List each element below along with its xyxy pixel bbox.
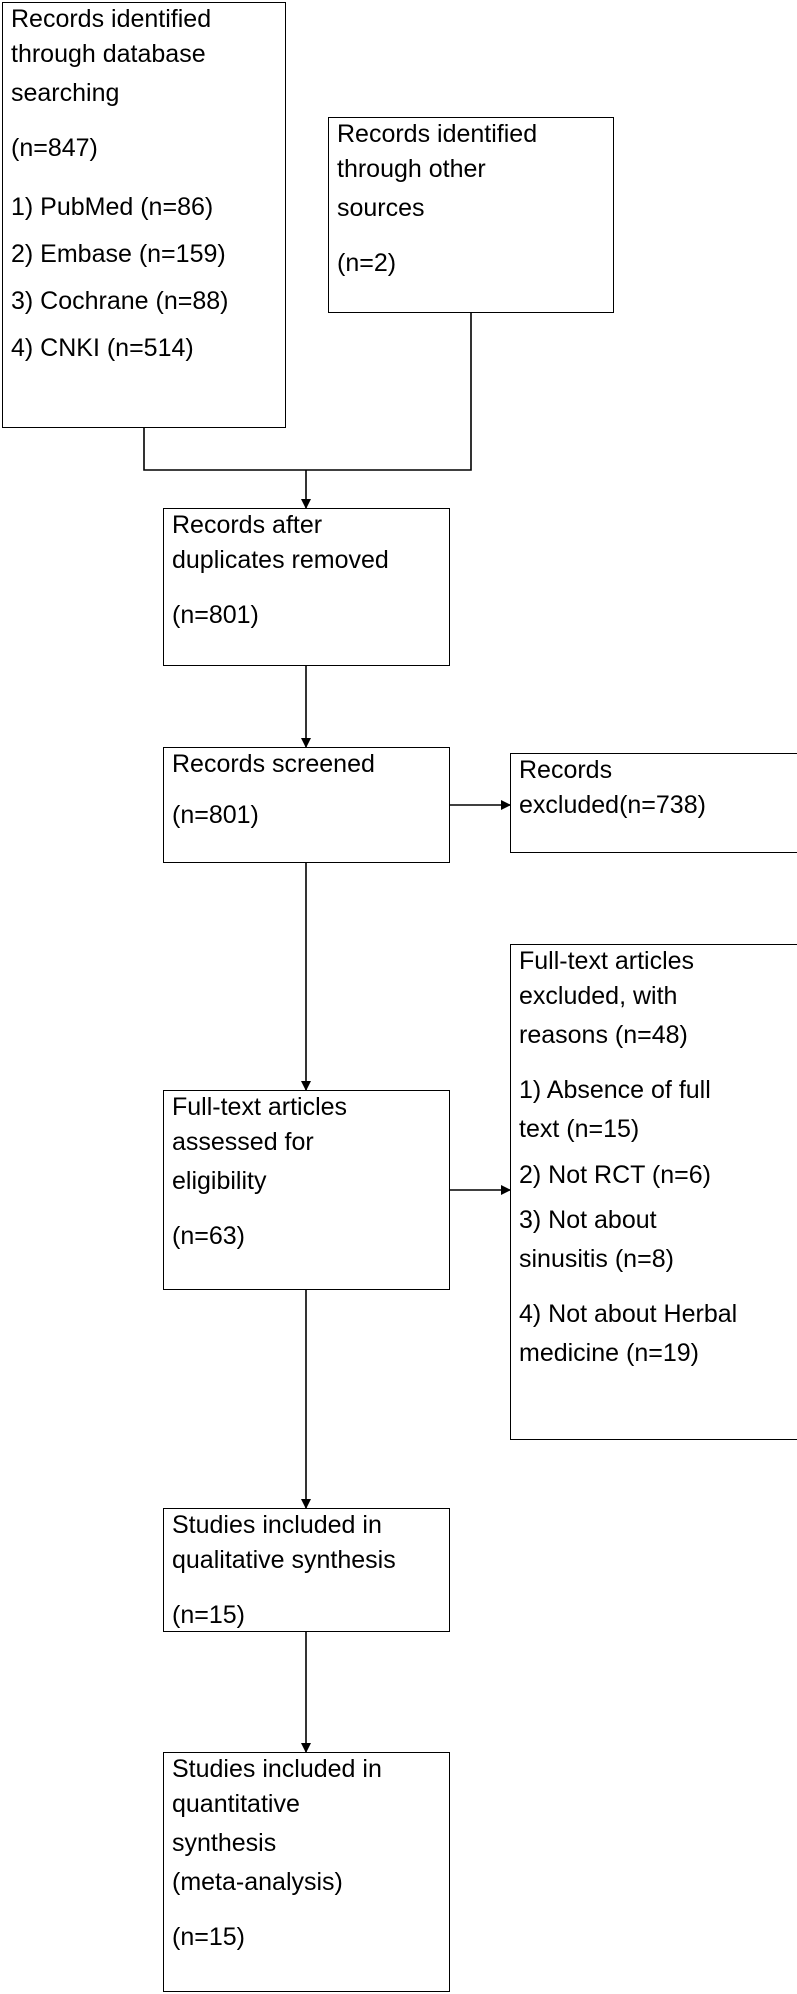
eligibility-count: (n=63) [172, 1222, 245, 1250]
box-records-screened: Records screened (n=801) [163, 747, 450, 863]
box-qualitative-synthesis: Studies included in qualitative synthesi… [163, 1508, 450, 1632]
connector-other-sources-to-merge [306, 313, 472, 471]
other-sources-line-1: Records identified [337, 120, 538, 148]
box-duplicates-removed: Records after duplicates removed (n=801) [163, 508, 450, 666]
db-source-pubmed: 1) PubMed (n=86) [11, 193, 214, 221]
eligibility-line-3: eligibility [172, 1167, 267, 1195]
reason-absence-full-text-1: 1) Absence of full [519, 1076, 711, 1104]
fulltext-excluded-line-3: reasons (n=48) [519, 1021, 688, 1049]
reason-not-herbal-1: 4) Not about Herbal [519, 1300, 738, 1328]
db-search-count: (n=847) [11, 134, 98, 162]
quantitative-line-2: quantitative [172, 1790, 300, 1818]
quantitative-line-3: synthesis [172, 1829, 277, 1857]
box-eligibility: Full-text articles assessed for eligibil… [163, 1090, 450, 1290]
fulltext-excluded-line-1: Full-text articles [519, 947, 695, 975]
eligibility-line-2: assessed for [172, 1128, 314, 1156]
excluded-line-2: excluded(n=738) [519, 791, 706, 819]
db-source-embase: 2) Embase (n=159) [11, 240, 226, 268]
box-other-sources: Records identified through other sources… [328, 117, 614, 313]
eligibility-line-1: Full-text articles [172, 1093, 348, 1121]
other-sources-line-3: sources [337, 194, 425, 222]
qualitative-count: (n=15) [172, 1601, 245, 1629]
reason-not-sinusitis-1: 3) Not about [519, 1206, 657, 1234]
qualitative-line-1: Studies included in [172, 1511, 382, 1539]
db-search-line-2: through database [11, 40, 206, 68]
quantitative-line-4: (meta-analysis) [172, 1868, 343, 1896]
other-sources-line-2: through other [337, 155, 486, 183]
other-sources-count: (n=2) [337, 249, 397, 277]
reason-not-rct: 2) Not RCT (n=6) [519, 1161, 711, 1189]
screened-count: (n=801) [172, 801, 259, 829]
qualitative-line-2: qualitative synthesis [172, 1546, 396, 1574]
db-source-cnki: 4) CNKI (n=514) [11, 334, 194, 362]
db-search-line-3: searching [11, 79, 120, 107]
excluded-line-1: Records [519, 756, 613, 784]
db-source-cochrane: 3) Cochrane (n=88) [11, 287, 229, 315]
connector-db-search-to-merge [143, 428, 306, 471]
duplicates-count: (n=801) [172, 601, 259, 629]
quantitative-count: (n=15) [172, 1923, 245, 1951]
box-records-excluded: Records excluded(n=738) [510, 753, 797, 853]
box-database-search: Records identified through database sear… [2, 2, 286, 428]
db-search-line-1: Records identified [11, 5, 212, 33]
fulltext-excluded-line-2: excluded, with [519, 982, 678, 1010]
duplicates-line-1: Records after [172, 511, 323, 539]
quantitative-line-1: Studies included in [172, 1755, 382, 1783]
box-fulltext-excluded: Full-text articles excluded, with reason… [510, 944, 797, 1440]
reason-not-herbal-2: medicine (n=19) [519, 1339, 699, 1367]
reason-absence-full-text-2: text (n=15) [519, 1115, 640, 1143]
reason-not-sinusitis-2: sinusitis (n=8) [519, 1245, 674, 1273]
screened-line-1: Records screened [172, 750, 375, 778]
duplicates-line-2: duplicates removed [172, 546, 389, 574]
box-quantitative-synthesis: Studies included in quantitative synthes… [163, 1752, 450, 1992]
